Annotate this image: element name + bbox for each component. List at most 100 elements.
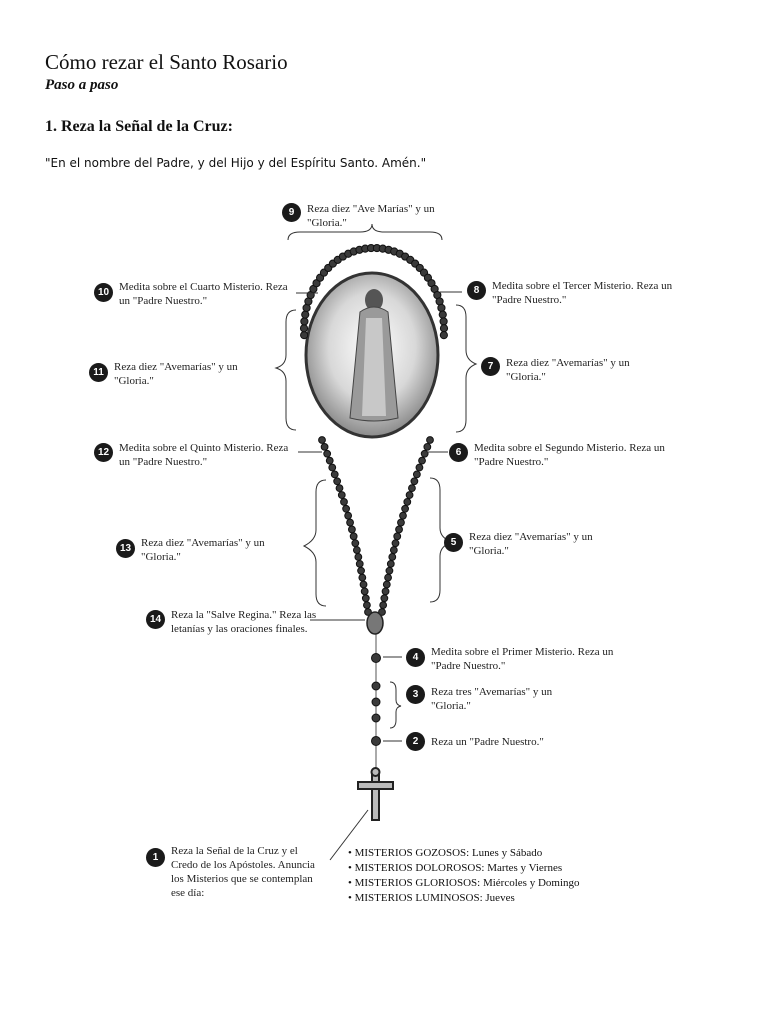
- rosary-bead: [394, 533, 401, 540]
- step-14-label: Reza la "Salve Regina." Reza las letanía…: [171, 608, 346, 636]
- rosary-bead: [362, 595, 369, 602]
- rosary-bead: [392, 540, 399, 547]
- rosary-bead: [404, 499, 411, 506]
- step-14-number: 14: [146, 610, 165, 629]
- rosary-bead: [381, 595, 388, 602]
- rosary-bead: [301, 332, 308, 339]
- pendant-bead: [372, 654, 381, 663]
- rosary-bead: [319, 437, 326, 444]
- rosary-bead: [350, 533, 357, 540]
- step-8-number: 8: [467, 281, 486, 300]
- step-7-number: 7: [481, 357, 500, 376]
- mystery-item: MISTERIOS GLORIOSOS: Miércoles y Domingo: [348, 876, 580, 891]
- rosary-bead: [409, 485, 416, 492]
- mysteries-list: MISTERIOS GOZOSOS: Lunes y Sábado MISTER…: [348, 846, 580, 906]
- step-13-number: 13: [116, 539, 135, 558]
- rosary-bead: [385, 574, 392, 581]
- rosary-bead: [389, 554, 396, 561]
- rosary-bead: [406, 492, 413, 499]
- rosary-bead: [380, 602, 387, 609]
- rosary-bead: [347, 519, 354, 526]
- rosary-bead: [398, 519, 405, 526]
- rosary-bead: [440, 318, 447, 325]
- rosary-bead: [358, 567, 365, 574]
- rosary-bead: [402, 505, 409, 512]
- rosary-bead: [361, 588, 368, 595]
- rosary-bead: [364, 602, 371, 609]
- rosary-bead: [345, 512, 352, 519]
- rosary-bead: [301, 318, 308, 325]
- rosary-bead: [302, 311, 309, 318]
- step-9-number: 9: [282, 203, 301, 222]
- step-4-label: Medita sobre el Primer Misterio. Reza un…: [431, 645, 621, 673]
- pendant-bead: [372, 698, 380, 706]
- rosary-bead: [331, 471, 338, 478]
- rosary-pendant-beads: [372, 634, 381, 768]
- step-1-number: 1: [146, 848, 165, 867]
- rosary-bead: [321, 443, 328, 450]
- rosary-bead: [440, 325, 447, 332]
- step-3-label: Reza tres "Avemarías" y un "Gloria.": [431, 685, 591, 713]
- step-3-number: 3: [406, 685, 425, 704]
- pendant-bead: [372, 714, 380, 722]
- rosary-bead: [413, 471, 420, 478]
- mystery-item: MISTERIOS GOZOSOS: Lunes y Sábado: [348, 846, 580, 861]
- rosary-bead: [300, 325, 307, 332]
- rosary-bead: [360, 581, 367, 588]
- rosary-bead: [326, 457, 333, 464]
- rosary-bead: [421, 450, 428, 457]
- rosary-bead: [324, 450, 331, 457]
- step-13-label: Reza diez "Avemarías" y un "Gloria.": [141, 536, 301, 564]
- rosary-bead: [329, 464, 336, 471]
- step-10-label: Medita sobre el Cuarto Misterio. Reza un…: [119, 280, 299, 308]
- step-6-number: 6: [449, 443, 468, 462]
- rosary-bead: [341, 499, 348, 506]
- rosary-bead: [400, 512, 407, 519]
- rosary-bead: [396, 526, 403, 533]
- rosary-bead: [343, 505, 350, 512]
- step-11-label: Reza diez "Avemarías" y un "Gloria.": [114, 360, 274, 388]
- rosary-bead: [427, 437, 434, 444]
- step-1-label: Reza la Señal de la Cruz y el Credo de l…: [171, 844, 321, 900]
- rosary-bead: [438, 304, 445, 311]
- step-8-label: Medita sobre el Tercer Misterio. Reza un…: [492, 279, 677, 307]
- rosary-bead: [352, 540, 359, 547]
- step-11-number: 11: [89, 363, 108, 382]
- rosary-bead: [353, 547, 360, 554]
- step-5-number: 5: [444, 533, 463, 552]
- rosary-bead: [359, 574, 366, 581]
- step-12-label: Medita sobre el Quinto Misterio. Reza un…: [119, 441, 299, 469]
- rosary-bead: [386, 567, 393, 574]
- step-4-number: 4: [406, 648, 425, 667]
- rosary-bead: [383, 581, 390, 588]
- rosary-bead: [382, 588, 389, 595]
- step-5-label: Reza diez "Avemarías" y un "Gloria.": [469, 530, 634, 558]
- mystery-item: MISTERIOS LUMINOSOS: Jueves: [348, 891, 580, 906]
- rosary-bead: [349, 526, 356, 533]
- rosary-bead: [336, 485, 343, 492]
- rosary-bead: [439, 311, 446, 318]
- step-10-number: 10: [94, 283, 113, 302]
- rosary-bead: [419, 457, 426, 464]
- step-2-number: 2: [406, 732, 425, 751]
- step-6-label: Medita sobre el Segundo Misterio. Reza u…: [474, 441, 684, 469]
- rosary-bead: [440, 332, 447, 339]
- center-medal: [367, 612, 383, 634]
- rosary-bead: [356, 560, 363, 567]
- rosary-bead: [411, 478, 418, 485]
- rosary-bead: [390, 547, 397, 554]
- pendant-bead: [372, 737, 381, 746]
- rosary-bead: [355, 554, 362, 561]
- rosary-bead: [387, 560, 394, 567]
- crucifix-icon: [358, 768, 393, 820]
- rosary-bead: [338, 492, 345, 499]
- step-7-label: Reza diez "Avemarías" y un "Gloria.": [506, 356, 666, 384]
- mystery-item: MISTERIOS DOLOROSOS: Martes y Viernes: [348, 861, 580, 876]
- step-12-number: 12: [94, 443, 113, 462]
- pendant-bead: [372, 682, 380, 690]
- step-9-label: Reza diez "Ave Marías" y un "Gloria.": [307, 202, 472, 230]
- rosary-bead: [424, 443, 431, 450]
- rosary-bead: [334, 478, 341, 485]
- step-2-label: Reza un "Padre Nuestro.": [431, 735, 611, 749]
- rosary-bead: [416, 464, 423, 471]
